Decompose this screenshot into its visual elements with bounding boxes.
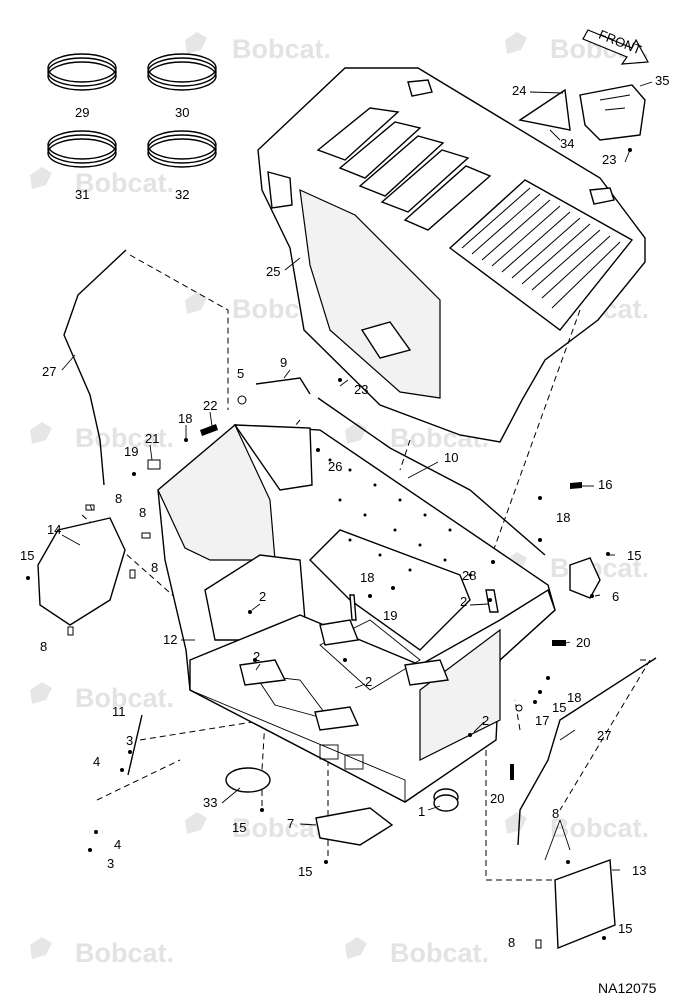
callout-31: 31 bbox=[75, 187, 89, 202]
callout-11: 11 bbox=[112, 704, 126, 719]
grommet-1 bbox=[433, 788, 459, 812]
callout-25: 25 bbox=[266, 264, 280, 279]
callout-23: 23 bbox=[354, 382, 368, 397]
main-frame-assembly bbox=[157, 424, 556, 803]
callout-27: 27 bbox=[597, 728, 611, 743]
callout-leaders bbox=[61, 81, 653, 871]
callout-29: 29 bbox=[75, 105, 89, 120]
callout-32: 32 bbox=[175, 187, 189, 202]
callout-13: 13 bbox=[632, 863, 646, 878]
callout-8: 8 bbox=[40, 639, 47, 654]
mount-bracket bbox=[518, 84, 646, 152]
callout-8: 8 bbox=[508, 935, 515, 950]
callout-30: 30 bbox=[175, 105, 189, 120]
callout-labels: 29 30 31 32 24 35 34 23 25 27 9 5 23 22 … bbox=[20, 73, 669, 950]
callout-18: 18 bbox=[360, 570, 374, 585]
watermark-text: Bobcat. bbox=[75, 168, 174, 198]
callout-15: 15 bbox=[552, 700, 566, 715]
callout-2: 2 bbox=[253, 649, 260, 664]
callout-33: 33 bbox=[203, 795, 217, 810]
callout-1: 1 bbox=[418, 804, 425, 819]
callout-4: 4 bbox=[114, 837, 121, 852]
callout-9: 9 bbox=[280, 355, 287, 370]
seal-coils bbox=[47, 53, 217, 168]
callout-3: 3 bbox=[107, 856, 114, 871]
seal-coil-29 bbox=[47, 53, 117, 91]
callout-26: 26 bbox=[328, 459, 342, 474]
callout-20: 20 bbox=[576, 635, 590, 650]
seal-coil-31 bbox=[47, 130, 117, 168]
seal-coil-30 bbox=[147, 53, 217, 91]
callout-8: 8 bbox=[115, 491, 122, 506]
seal-strip-left bbox=[63, 249, 127, 486]
side-panel-13 bbox=[554, 859, 616, 950]
callout-8: 8 bbox=[139, 505, 146, 520]
callout-23: 23 bbox=[602, 152, 616, 167]
callout-35: 35 bbox=[655, 73, 669, 88]
callout-18: 18 bbox=[567, 690, 581, 705]
callout-22: 22 bbox=[203, 398, 217, 413]
callout-27: 27 bbox=[42, 364, 56, 379]
callout-15: 15 bbox=[298, 864, 312, 879]
callout-12: 12 bbox=[163, 632, 177, 647]
callout-2: 2 bbox=[365, 674, 372, 689]
engine-cover-hood bbox=[257, 67, 646, 443]
callout-19: 19 bbox=[383, 608, 397, 623]
watermark-text: Bobcat. bbox=[232, 34, 331, 64]
fasteners bbox=[26, 378, 610, 949]
callout-34: 34 bbox=[560, 136, 574, 151]
callout-2: 2 bbox=[460, 594, 467, 609]
callout-5: 5 bbox=[237, 366, 244, 381]
callout-15: 15 bbox=[232, 820, 246, 835]
callout-18: 18 bbox=[556, 510, 570, 525]
callout-16: 16 bbox=[598, 477, 612, 492]
seal-strip-10 bbox=[317, 397, 546, 556]
callout-14: 14 bbox=[47, 522, 61, 537]
callout-17: 17 bbox=[535, 713, 549, 728]
callout-19: 19 bbox=[124, 444, 138, 459]
grommet-33 bbox=[225, 767, 271, 793]
callout-2: 2 bbox=[482, 713, 489, 728]
watermark-text: Bobcat. bbox=[75, 423, 174, 453]
side-panel-6 bbox=[569, 557, 601, 599]
watermark-text: Bobcat. bbox=[75, 683, 174, 713]
callout-20: 20 bbox=[490, 791, 504, 806]
callout-4: 4 bbox=[93, 754, 100, 769]
seal-coil-32 bbox=[147, 130, 217, 168]
rod-11 bbox=[127, 714, 143, 776]
side-panel-14 bbox=[37, 517, 126, 626]
callout-15: 15 bbox=[20, 548, 34, 563]
watermark-text: Bobcat. bbox=[550, 813, 649, 843]
watermark-text: Bobcat. bbox=[75, 938, 174, 968]
callout-24: 24 bbox=[512, 83, 526, 98]
watermark-text: Bobcat. bbox=[390, 938, 489, 968]
callout-18: 18 bbox=[178, 411, 192, 426]
callout-2: 2 bbox=[259, 589, 266, 604]
callout-8: 8 bbox=[552, 806, 559, 821]
callout-8: 8 bbox=[151, 560, 158, 575]
callout-3: 3 bbox=[126, 733, 133, 748]
callout-15: 15 bbox=[618, 921, 632, 936]
figure-id: NA12075 bbox=[598, 980, 657, 996]
seal-strip-9 bbox=[255, 377, 311, 395]
callout-10: 10 bbox=[444, 450, 458, 465]
callout-28: 28 bbox=[462, 568, 476, 583]
watermark-text: Bobcat. bbox=[232, 813, 331, 843]
plate-7 bbox=[315, 807, 394, 846]
callout-6: 6 bbox=[612, 589, 619, 604]
callout-7: 7 bbox=[287, 816, 294, 831]
callout-21: 21 bbox=[145, 431, 159, 446]
seal-strip-right bbox=[517, 657, 657, 846]
callout-15: 15 bbox=[627, 548, 641, 563]
